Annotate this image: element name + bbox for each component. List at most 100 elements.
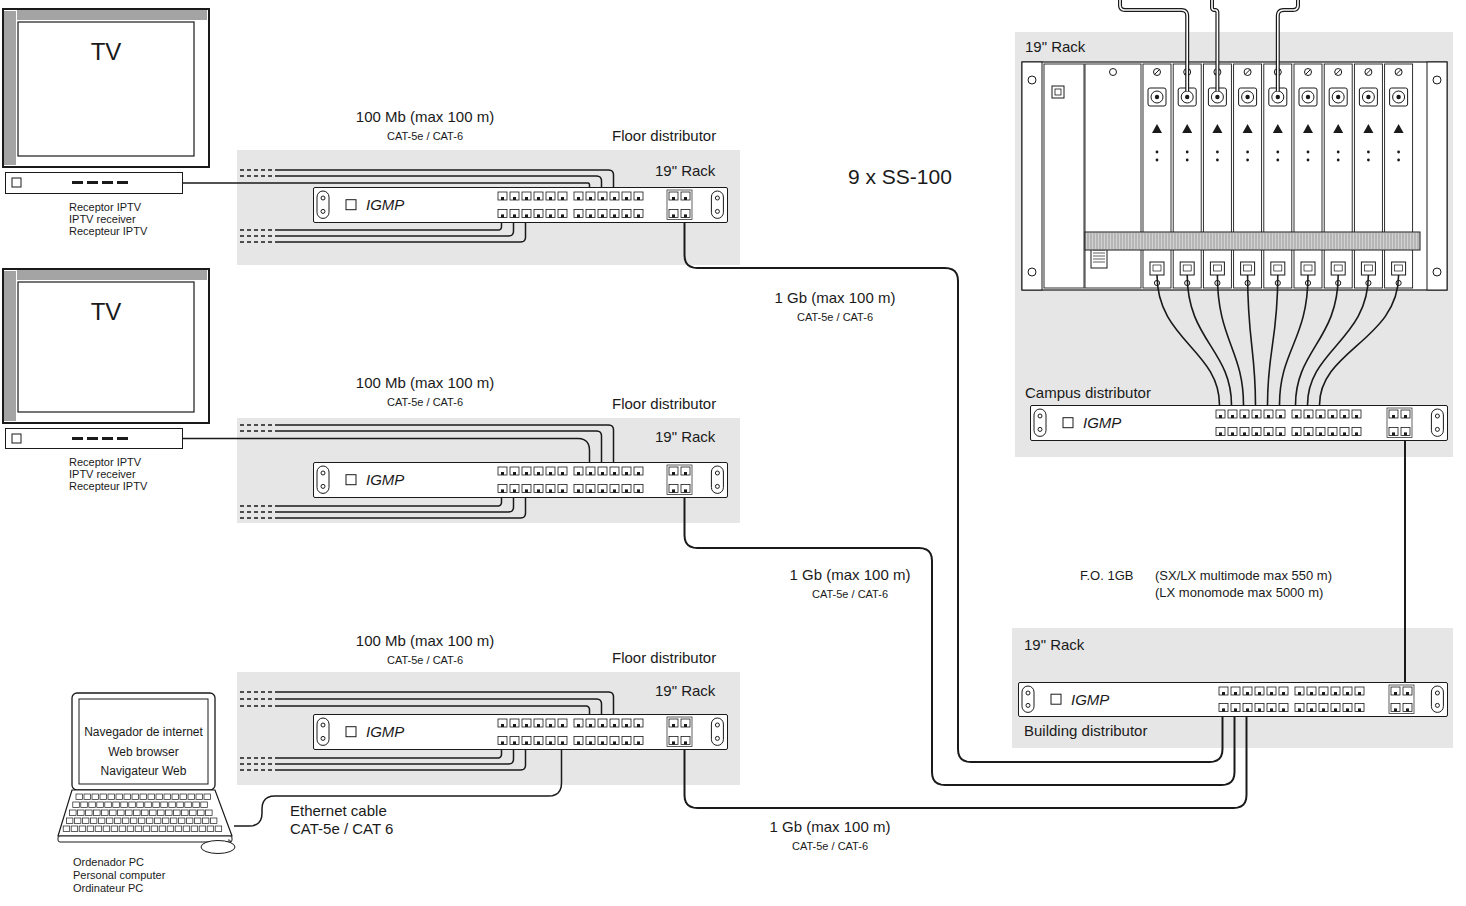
frame-hatch	[11, 11, 12, 165]
rj45-port	[586, 467, 595, 475]
module-logo	[1394, 124, 1404, 133]
module-led	[1216, 151, 1219, 154]
rj45-port	[634, 209, 643, 217]
display-segment	[72, 437, 83, 440]
ribbon-wire	[1262, 233, 1263, 249]
mount-hole	[715, 736, 719, 740]
rj45-port	[1219, 687, 1228, 695]
cable	[276, 750, 502, 758]
rj45-port	[1292, 427, 1301, 435]
rj45-port	[546, 484, 555, 492]
rj45-port	[1307, 687, 1316, 695]
rj45-port	[1331, 703, 1340, 711]
node-text-holder: Navegador de internet	[84, 722, 203, 740]
module	[1294, 64, 1322, 288]
module-screw	[1365, 69, 1372, 76]
node-label: Web browser	[108, 745, 178, 759]
ribbon-wire	[1091, 233, 1092, 249]
coax-socket	[1366, 95, 1370, 99]
rj45-tab	[672, 197, 675, 200]
node-text-holder: Floor distributor	[612, 649, 716, 667]
key	[73, 802, 80, 808]
ribbon-wire	[1322, 233, 1323, 249]
module-led	[1397, 151, 1400, 154]
rj45-port	[510, 484, 519, 492]
cable-stub	[240, 169, 276, 171]
ribbon-wire	[1190, 233, 1191, 249]
cable-annotation: CAT-5e / CAT-6	[792, 840, 868, 852]
rj45-tab	[672, 724, 675, 727]
rj45-port	[498, 719, 507, 727]
patch-cable	[1217, 275, 1243, 405]
rj45-port	[558, 719, 567, 727]
iptv-receiver: Receptor IPTVIPTV receiverRecepteur IPTV	[5, 172, 183, 194]
frame-hatch	[17, 273, 207, 274]
node-label: 19" Rack	[1025, 38, 1085, 55]
cable-annotation: (LX monomode max 5000 m)	[1155, 585, 1323, 600]
cable-stub	[240, 175, 276, 177]
node-label: 19" Rack	[655, 428, 715, 445]
ribbon-wire	[1331, 233, 1332, 249]
rj45-port	[546, 467, 555, 475]
blank-panel	[1044, 64, 1084, 288]
mount-hole	[1435, 703, 1439, 707]
rj45-port	[546, 736, 555, 744]
rj45-tab	[549, 489, 552, 492]
module-screw	[1154, 69, 1161, 76]
coax-cable	[1212, 0, 1217, 91]
rj45-port	[546, 192, 555, 200]
socket-line	[1093, 262, 1105, 263]
module-led	[1186, 159, 1189, 162]
key	[180, 794, 187, 800]
ribbon-wire	[1319, 233, 1320, 249]
node-text-holder: 19" Rack	[1024, 636, 1084, 654]
cable-stub	[240, 757, 276, 759]
ribbon-wire	[1172, 233, 1173, 249]
key	[206, 810, 213, 816]
rj45-port	[558, 192, 567, 200]
panel-mark	[1055, 89, 1061, 95]
rj45-tab	[501, 489, 504, 492]
cable	[276, 223, 514, 236]
rj45-port	[1216, 427, 1225, 435]
node-text-holder: IGMP	[1071, 691, 1109, 709]
module-screw	[1366, 70, 1371, 75]
uplink-port	[681, 736, 690, 744]
rj45-tab	[1258, 708, 1261, 711]
rj45-tab	[1307, 415, 1310, 418]
igmp-switch: IGMP	[1030, 405, 1448, 441]
coax-cable	[1120, 0, 1187, 91]
rj45-port	[534, 484, 543, 492]
coax-socket	[1362, 91, 1374, 103]
cable-stub	[240, 517, 276, 519]
mount-ear	[1034, 409, 1046, 436]
ribbon-wire	[1259, 233, 1260, 249]
module-led	[1307, 151, 1310, 154]
mount-hole	[321, 196, 325, 200]
node-text-holder: 19" Rack	[1025, 38, 1085, 56]
rj45-port	[622, 209, 631, 217]
ribbon-wire	[1205, 233, 1206, 249]
key	[135, 826, 142, 832]
coax-socket	[1299, 88, 1317, 106]
rj45-port	[534, 467, 543, 475]
rj45-socket	[1304, 265, 1312, 271]
ribbon-wire	[1265, 233, 1266, 249]
module-led	[1337, 151, 1340, 154]
ribbon-wire	[1355, 233, 1356, 249]
rj45-port	[1228, 427, 1237, 435]
rj45-port	[522, 192, 531, 200]
cable-annotation: 100 Mb (max 100 m)	[356, 374, 494, 391]
key	[92, 794, 99, 800]
key	[138, 818, 145, 824]
rj45-port	[1276, 427, 1285, 435]
rj45-tab	[1279, 432, 1282, 435]
rack-ear	[1427, 62, 1447, 290]
node-text-holder: IGMP	[366, 471, 404, 489]
ribbon-wire	[1157, 233, 1158, 249]
rj45-tab	[1258, 692, 1261, 695]
mount-ear	[317, 191, 329, 218]
rj45-port	[1340, 410, 1349, 418]
cable	[276, 170, 614, 187]
ribbon-wire	[1127, 233, 1128, 249]
